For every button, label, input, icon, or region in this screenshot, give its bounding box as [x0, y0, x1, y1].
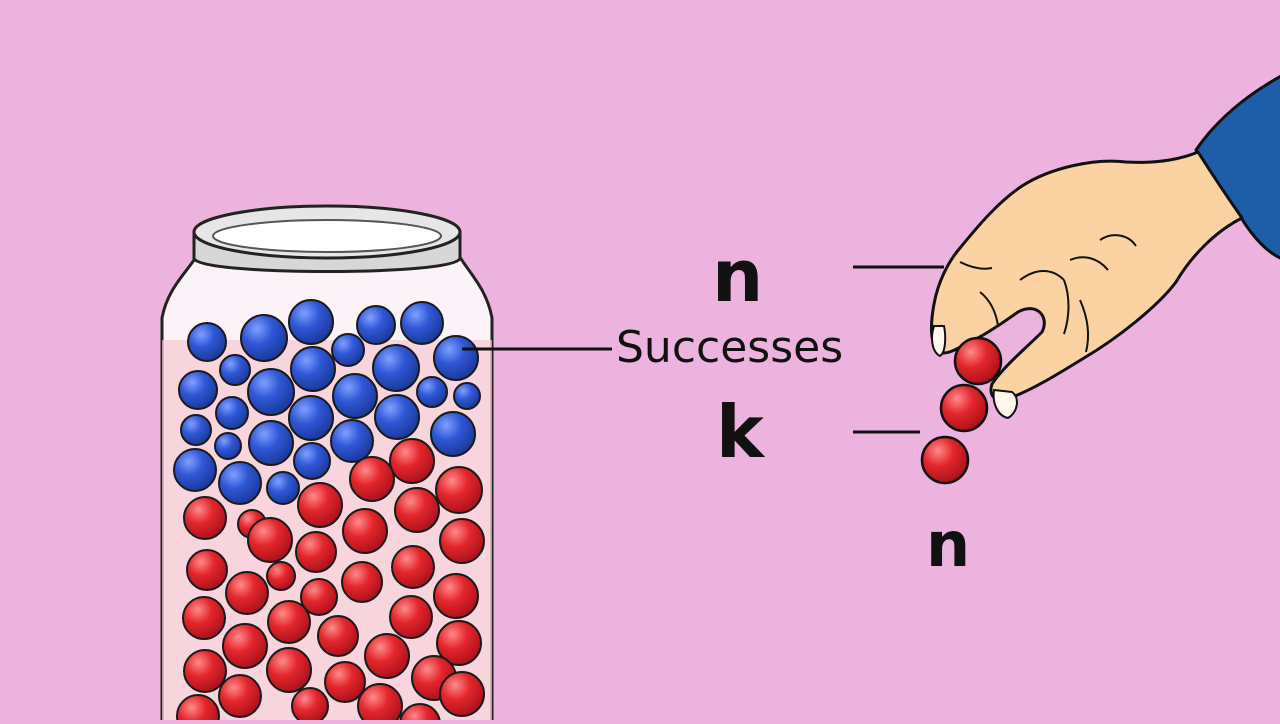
drawn-marble-2 — [939, 383, 989, 433]
thumb-fingernail — [992, 388, 1018, 420]
blue-marble-22 — [248, 420, 294, 466]
blue-marble-3 — [288, 299, 334, 345]
blue-marble-9 — [433, 335, 479, 381]
red-marble-51 — [436, 620, 482, 666]
blue-marble-14 — [416, 376, 448, 408]
jar-rim — [192, 204, 462, 273]
blue-marble-1 — [187, 322, 227, 362]
blue-marble-23 — [330, 419, 374, 463]
blue-marble-26 — [218, 461, 262, 505]
red-marble-28 — [389, 438, 435, 484]
blue-marble-20 — [430, 411, 476, 457]
red-marble-48 — [389, 595, 433, 639]
red-marble-45 — [182, 596, 226, 640]
blue-marble-18 — [288, 395, 334, 441]
red-marble-50 — [222, 623, 268, 669]
red-marble-60 — [357, 683, 403, 724]
red-marble-29 — [349, 456, 395, 502]
blue-marble-4 — [356, 305, 396, 345]
blue-marble-27 — [266, 471, 300, 505]
red-marble-39 — [295, 531, 337, 573]
red-marble-40 — [391, 545, 435, 589]
blue-marble-24 — [173, 448, 217, 492]
red-marble-35 — [342, 508, 388, 554]
red-marble-33 — [183, 496, 227, 540]
red-marble-58 — [439, 671, 485, 717]
blue-marble-5 — [400, 301, 444, 345]
blue-marble-19 — [374, 394, 420, 440]
red-marble-43 — [225, 571, 269, 615]
red-marble-30 — [435, 466, 483, 514]
index-fingernail — [931, 325, 947, 358]
red-marble-44 — [433, 573, 479, 619]
drawn-marble-1 — [953, 336, 1003, 386]
blue-marble-25 — [293, 442, 331, 480]
red-marble-47 — [267, 600, 311, 644]
red-marble-37 — [247, 517, 293, 563]
drawn-marble-3 — [920, 435, 970, 485]
drawn-marbles — [920, 336, 1003, 485]
red-marble-62 — [399, 703, 441, 724]
pointer-lines — [462, 265, 944, 434]
red-marble-53 — [183, 649, 227, 693]
red-marble-41 — [266, 561, 296, 591]
red-marble-49 — [317, 615, 359, 657]
red-marble-59 — [291, 687, 329, 724]
blue-marble-11 — [247, 368, 295, 416]
red-marble-54 — [266, 647, 312, 693]
label-n-top: n — [712, 234, 764, 318]
blue-marble-16 — [215, 396, 249, 430]
red-marble-36 — [439, 518, 485, 564]
jar — [160, 204, 494, 724]
blue-marble-15 — [453, 382, 481, 410]
blue-marble-12 — [290, 346, 336, 392]
blue-marble-6 — [219, 354, 251, 386]
blue-marble-13 — [332, 373, 378, 419]
hand — [930, 150, 1244, 420]
blue-marble-7 — [331, 333, 365, 367]
red-marble-31 — [297, 482, 343, 528]
red-marble-42 — [341, 561, 383, 603]
label-k: k — [716, 390, 764, 474]
red-marble-57 — [218, 674, 262, 718]
jar-marbles — [173, 299, 485, 724]
red-marble-38 — [186, 549, 228, 591]
red-marble-46 — [300, 578, 338, 616]
blue-marble-21 — [214, 432, 242, 460]
blue-marble-8 — [372, 344, 420, 392]
blue-marble-2 — [240, 314, 288, 362]
label-n-bottom: n — [926, 508, 971, 581]
red-marble-32 — [394, 487, 440, 533]
red-marble-55 — [324, 661, 366, 703]
blue-marble-17 — [180, 414, 212, 446]
blue-marble-10 — [178, 370, 218, 410]
label-successes: Successes — [616, 322, 844, 373]
red-marble-61 — [176, 694, 220, 724]
red-marble-52 — [364, 633, 410, 679]
